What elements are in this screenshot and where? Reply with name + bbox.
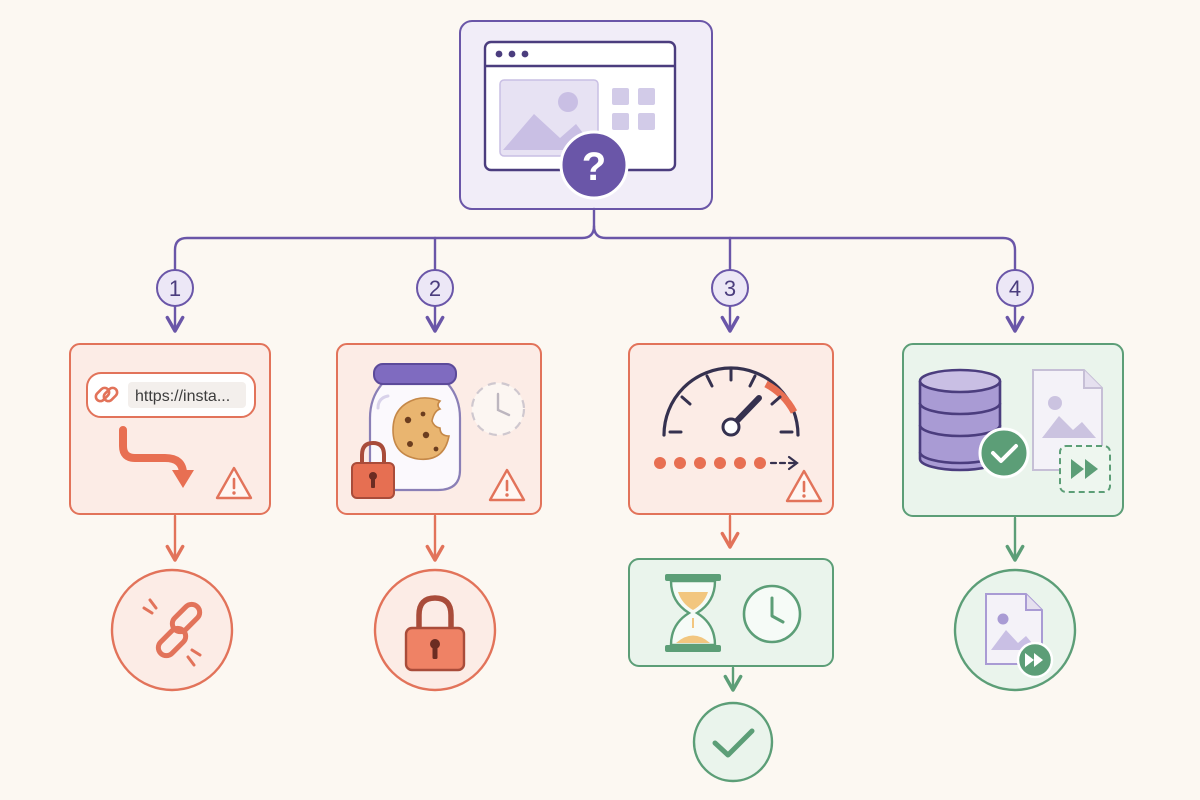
step-card-2 bbox=[336, 343, 542, 515]
redirect-arrow-icon bbox=[119, 426, 194, 488]
step-card-3 bbox=[628, 343, 834, 515]
padlock-icon bbox=[351, 440, 395, 499]
step-number: 1 bbox=[169, 276, 181, 301]
question-mark: ? bbox=[582, 145, 606, 189]
step-badge-3: 3 bbox=[711, 269, 749, 307]
step-badge-4: 4 bbox=[996, 269, 1034, 307]
padlock-icon bbox=[404, 595, 466, 672]
step-badge-1: 1 bbox=[156, 269, 194, 307]
image-file-icon bbox=[1032, 369, 1103, 471]
progress-dots bbox=[654, 457, 766, 469]
link-icon bbox=[94, 386, 119, 403]
outcome-arrows bbox=[165, 514, 1025, 692]
browser-window-icon bbox=[483, 40, 677, 172]
question-badge-icon: ? bbox=[559, 130, 629, 200]
outcome-success bbox=[692, 701, 774, 783]
dashed-arrow-icon bbox=[769, 455, 799, 471]
step-card-4 bbox=[902, 343, 1124, 517]
branch-connectors bbox=[165, 207, 1025, 333]
outcome-wait bbox=[628, 558, 834, 667]
step-number: 2 bbox=[429, 276, 441, 301]
outcome-locked bbox=[373, 568, 497, 692]
step-number: 4 bbox=[1009, 276, 1021, 301]
clock-icon bbox=[742, 584, 802, 644]
hourglass-icon bbox=[665, 574, 721, 652]
root-node: ? bbox=[459, 20, 713, 210]
step-badge-2: 2 bbox=[416, 269, 454, 307]
fast-forward-icon bbox=[1016, 641, 1054, 679]
check-badge-icon bbox=[978, 427, 1030, 479]
outcome-image-skip bbox=[953, 568, 1077, 692]
speedometer-icon bbox=[662, 366, 800, 437]
step-card-1: https://insta... bbox=[69, 343, 271, 515]
outcome-broken-link bbox=[110, 568, 234, 692]
fast-forward-icon bbox=[1059, 445, 1111, 493]
clock-icon bbox=[470, 381, 526, 437]
cookie-icon bbox=[392, 397, 450, 461]
url-text: https://insta... bbox=[135, 388, 230, 405]
step-number: 3 bbox=[724, 276, 736, 301]
url-bar: https://insta... bbox=[86, 372, 256, 418]
checkmark-icon bbox=[712, 728, 755, 758]
broken-link-icon bbox=[142, 598, 203, 667]
